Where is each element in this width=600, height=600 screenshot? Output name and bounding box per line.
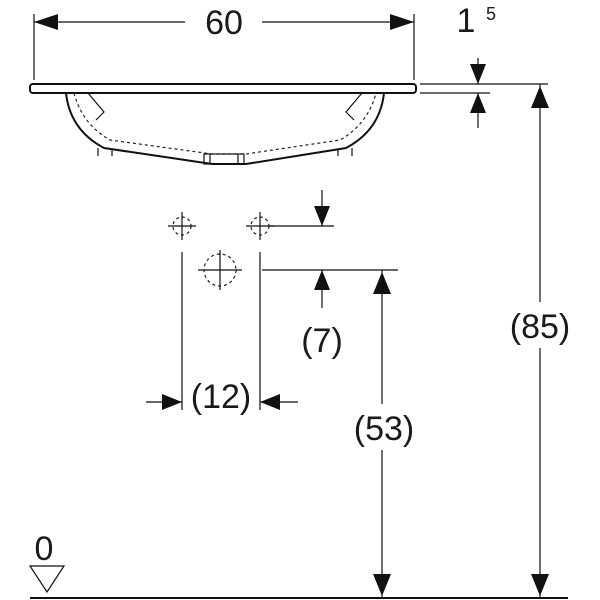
tap-hole-left bbox=[168, 212, 196, 240]
width-label: 60 bbox=[205, 4, 243, 42]
rim-thickness-superscript: 5 bbox=[486, 4, 496, 24]
tap-offset-label: (7) bbox=[301, 322, 343, 360]
rim-thickness-dimension: 1 5 bbox=[420, 2, 548, 128]
tap-spacing-dimension: (12) bbox=[146, 252, 298, 416]
waste-height-dimension: (53) bbox=[344, 270, 420, 598]
total-height-dimension: (85) bbox=[500, 84, 580, 598]
basin-side-view bbox=[29, 83, 417, 165]
floor-level-label: 0 bbox=[35, 530, 54, 568]
tap-offset-dimension: (7) bbox=[270, 190, 343, 360]
tap-hole-right bbox=[246, 212, 274, 240]
width-dimension: 60 bbox=[33, 4, 415, 80]
total-height-label: (85) bbox=[510, 308, 570, 346]
waste-outlet bbox=[198, 250, 398, 290]
tap-spacing-label: (12) bbox=[191, 378, 251, 416]
rim-thickness-label: 1 bbox=[457, 2, 476, 40]
floor-level: 0 bbox=[28, 530, 568, 599]
waste-height-label: (53) bbox=[354, 410, 414, 448]
